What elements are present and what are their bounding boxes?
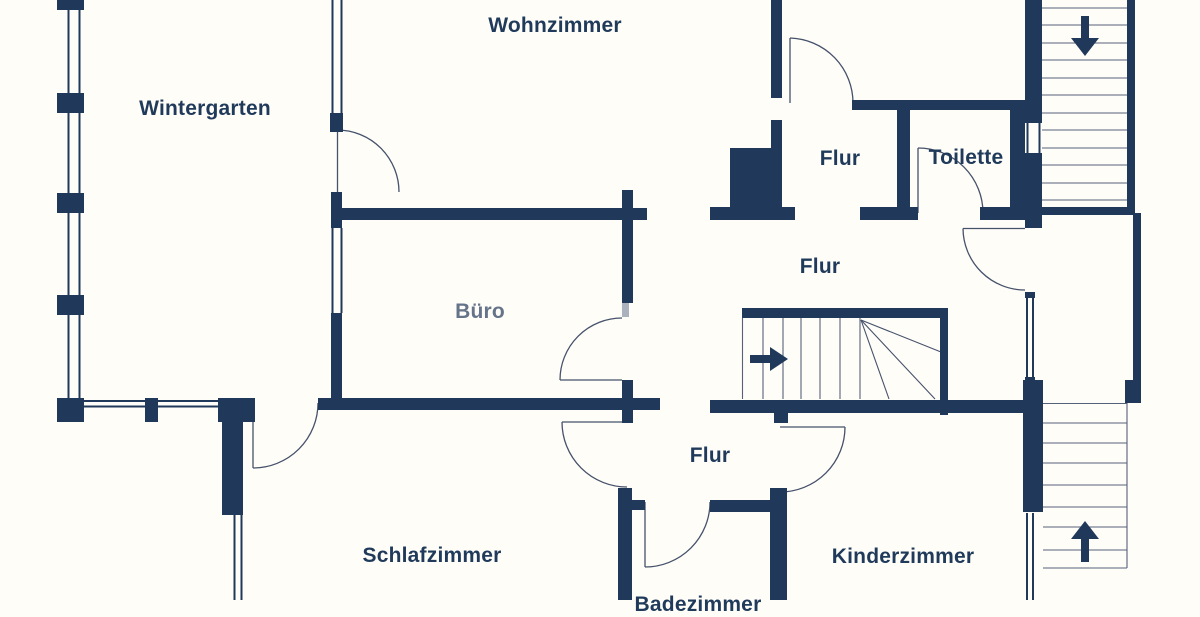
stairs-up-arrow-icon xyxy=(1071,521,1099,562)
window-stairwell-left xyxy=(1026,123,1041,153)
wall-segment xyxy=(330,113,343,132)
wall-segment xyxy=(57,295,84,315)
room-label-schlafzimmer: Schlafzimmer xyxy=(362,544,502,567)
room-label-flur-upper: Flur xyxy=(819,147,861,170)
wall-segment xyxy=(57,93,84,113)
wall-segment xyxy=(770,488,787,600)
wall-segment xyxy=(1133,213,1141,403)
wall-segment xyxy=(222,410,243,515)
wall-segment xyxy=(618,488,632,600)
wall-segment xyxy=(1023,380,1043,512)
wall-segment xyxy=(331,313,342,410)
wall-segment xyxy=(145,398,158,422)
wall-segment xyxy=(742,308,948,318)
window-kinderzimmer-right xyxy=(1026,513,1034,600)
wall-segment xyxy=(897,110,910,207)
window-buero-left xyxy=(331,228,343,313)
window-schlafzimmer-left xyxy=(233,515,243,600)
room-label-flur-middle: Flur xyxy=(799,255,841,278)
window-flur-corridor xyxy=(1026,297,1034,380)
wall-segment xyxy=(1025,0,1042,123)
door-jamb-mark xyxy=(622,303,629,317)
wall-segment xyxy=(771,120,782,148)
room-label-flur-lower: Flur xyxy=(689,444,731,467)
wall-segment xyxy=(632,500,645,510)
wall-segment xyxy=(710,207,795,220)
wall-segment xyxy=(1127,0,1135,213)
door-wohnzimmer-flur xyxy=(789,37,854,104)
door-toilette xyxy=(917,147,984,214)
wall-segment xyxy=(1010,110,1025,220)
wall-segment xyxy=(1032,207,1135,215)
wall-segment xyxy=(710,500,778,512)
room-label-wohnzimmer: Wohnzimmer xyxy=(488,14,622,37)
floorplan: Wintergarten Wohnzimmer Flur Toilette Bü… xyxy=(57,0,1141,616)
floorplan-lines xyxy=(67,0,1128,600)
stairs-down-arrow-icon xyxy=(1071,16,1099,56)
door-badezimmer xyxy=(644,501,711,568)
door-wintergarten-schlafzimmer xyxy=(252,402,319,469)
wall-segment xyxy=(57,193,84,213)
room-label-badezimmer: Badezimmer xyxy=(634,593,762,616)
wall-segment xyxy=(940,308,948,415)
wall-segment xyxy=(332,208,647,220)
room-label-buero: Büro xyxy=(455,300,505,323)
wall-segment xyxy=(771,0,782,98)
room-label-wintergarten: Wintergarten xyxy=(139,97,271,120)
upper-staircase xyxy=(1042,7,1127,201)
middle-staircase xyxy=(741,308,942,400)
door-wintergarten xyxy=(336,129,400,193)
room-label-kinderzimmer: Kinderzimmer xyxy=(831,545,975,568)
stairs-right-arrow-icon xyxy=(750,347,788,371)
door-corridor-stairs xyxy=(962,227,1026,291)
wall-segment xyxy=(57,398,84,422)
wall-segment xyxy=(710,400,1023,413)
door-buero xyxy=(559,317,623,381)
door-flur-kinderzimmer xyxy=(779,426,846,493)
wall-segment xyxy=(1025,377,1035,383)
wall-segment xyxy=(774,410,788,423)
wall-segment xyxy=(1025,292,1035,298)
wall-segment xyxy=(860,207,918,220)
wall-segment xyxy=(57,0,84,10)
wall-segment xyxy=(1125,380,1141,403)
wall-segment xyxy=(622,190,633,303)
wall-segment xyxy=(318,398,660,410)
chimney-block xyxy=(730,148,782,208)
window-wintergarten-right xyxy=(331,0,343,113)
lower-staircase xyxy=(1043,402,1128,569)
door-flur-schlafzimmer xyxy=(561,421,628,488)
room-label-toilette: Toilette xyxy=(928,146,1004,169)
wall-segment xyxy=(1025,153,1042,228)
wall-segment xyxy=(852,100,1025,110)
